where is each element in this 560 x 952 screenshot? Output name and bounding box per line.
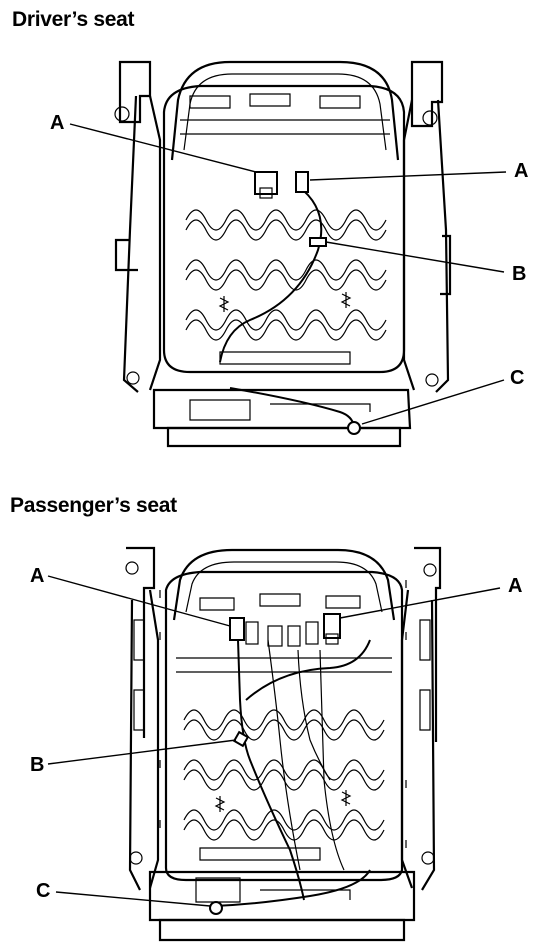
driver-grommet-c xyxy=(347,421,361,435)
driver-clip-b xyxy=(309,237,327,247)
driver-label-a-right: A xyxy=(514,160,529,182)
passenger-label-b: B xyxy=(30,754,45,776)
passenger-connector-a-left xyxy=(229,617,245,641)
passenger-grommet-c xyxy=(209,901,223,915)
driver-label-c: C xyxy=(510,367,525,389)
passenger-seat-title: Passenger’s seat xyxy=(10,494,177,517)
driver-connector-a-left xyxy=(254,171,278,195)
driver-seat-title: Driver’s seat xyxy=(12,8,135,31)
driver-label-b: B xyxy=(512,263,527,285)
passenger-label-a-right: A xyxy=(508,575,523,597)
driver-connector-a-right xyxy=(295,171,309,193)
driver-label-a-left: A xyxy=(50,112,65,134)
driver-seat-drawing xyxy=(69,60,507,448)
passenger-label-a-left: A xyxy=(30,565,45,587)
passenger-label-c: C xyxy=(36,880,51,902)
passenger-connector-a-right xyxy=(323,613,341,639)
passenger-seat-drawing xyxy=(47,546,501,942)
passenger-clip-b xyxy=(232,730,250,748)
